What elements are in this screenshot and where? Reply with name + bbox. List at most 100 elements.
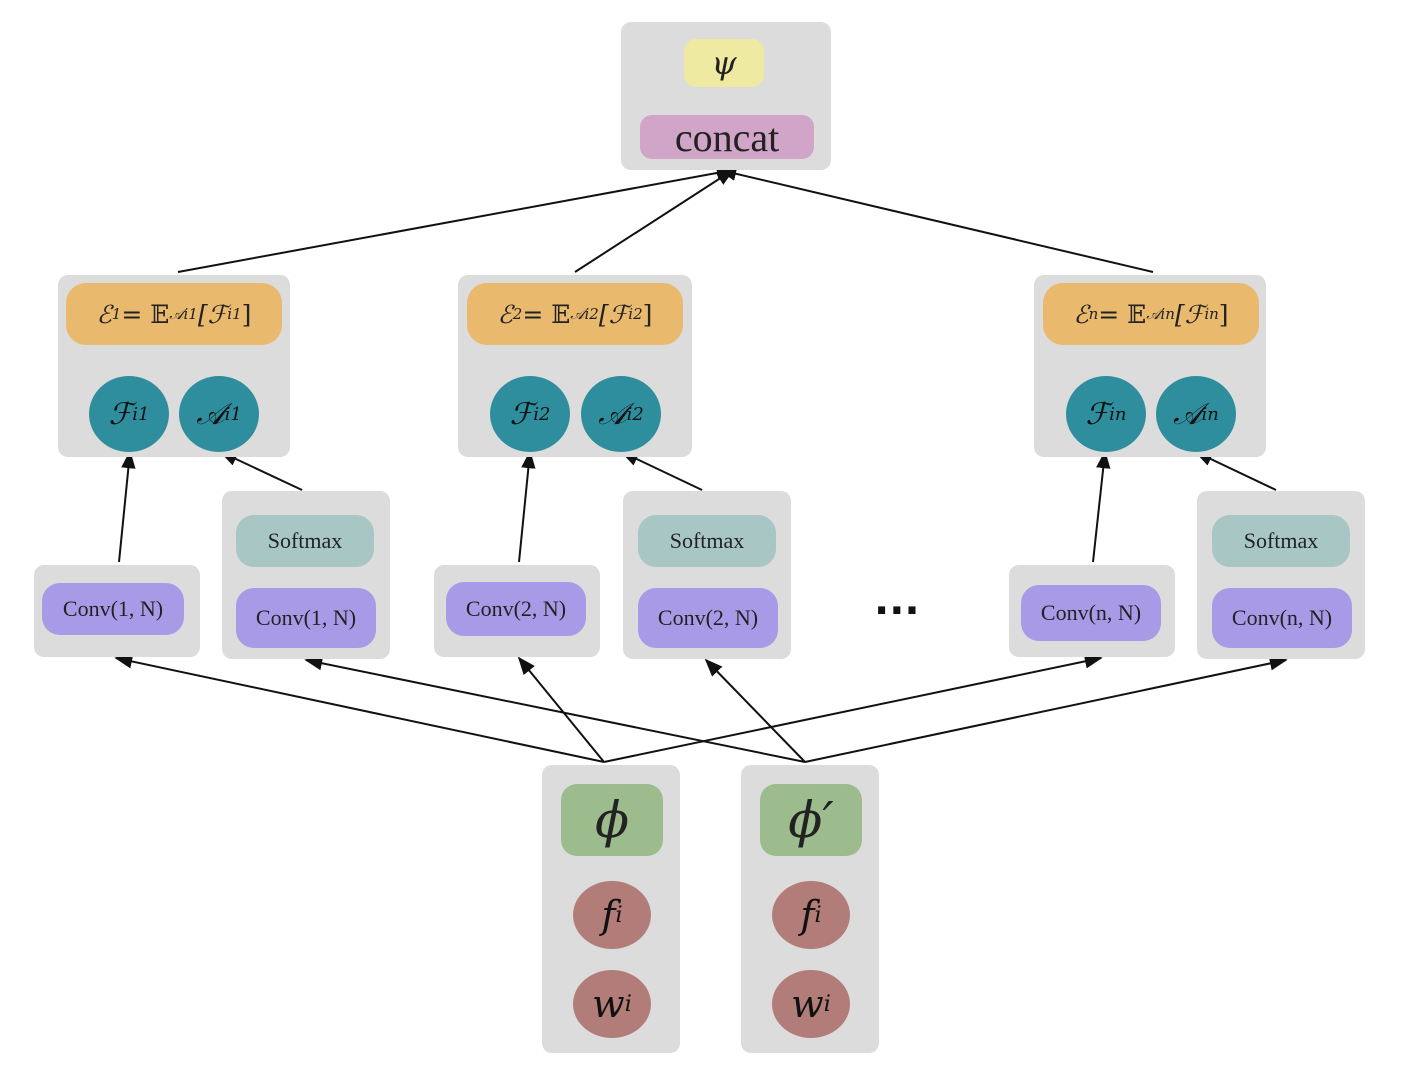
exp1-sub-a: 𝒜: [169, 305, 184, 323]
expn-rhs: [ℱ: [1174, 299, 1205, 329]
f-input-1-sub: i: [615, 902, 623, 928]
exp2-sub-a-sup: 2: [589, 305, 599, 323]
edge-phi-to-convn: [603, 654, 1103, 763]
a1-sub: i: [224, 403, 231, 425]
fn-sym: ℱ: [1085, 396, 1110, 432]
concat-node: concat: [640, 114, 814, 160]
f1-sup: 1: [137, 403, 150, 425]
conv-right-2: Conv(2, N): [638, 588, 778, 648]
phi-prime-node: ϕ′: [760, 784, 862, 856]
edge-phiprime-to-convrn: [804, 656, 1288, 763]
conv-left-2-label: Conv(2, N): [465, 596, 567, 621]
exp2-mid: = 𝔼: [522, 299, 571, 329]
conv-right-1: Conv(1, N): [236, 588, 376, 648]
expn-sub-a: 𝒜: [1146, 305, 1161, 323]
a2-sup: 2: [632, 403, 644, 425]
f-input-1-sym: f: [601, 893, 616, 937]
edge-branch2-to-concat: [574, 169, 735, 273]
conv-left-n: Conv(n, N): [1021, 585, 1161, 641]
conv-left-1-label: Conv(1, N): [62, 596, 164, 621]
w-input-1-sym: w: [592, 982, 625, 1026]
an-sub: i: [1201, 403, 1208, 425]
edge-conv2-to-f2: [518, 450, 536, 563]
expn-lhs-sup: n: [1088, 305, 1099, 323]
expn-sub-a-sup: n: [1165, 305, 1175, 323]
exp2-lhs-sup: 2: [512, 305, 523, 323]
f2-sub: i: [533, 403, 539, 425]
f2-sup: 2: [538, 403, 551, 425]
conv-left-n-label: Conv(n, N): [1040, 600, 1142, 625]
expn-sub-a-sub: i: [1160, 305, 1166, 323]
edge-phi-to-conv1: [114, 654, 605, 763]
w-input-2-sub: i: [823, 991, 831, 1017]
f-input-2-sym: f: [800, 893, 815, 937]
conv-right-n: Conv(n, N): [1212, 588, 1352, 648]
w-input-1-sub: i: [624, 991, 632, 1017]
f1-sub: i: [132, 403, 138, 425]
a2-sym: 𝒜: [598, 396, 627, 432]
softmax-2-label: Softmax: [669, 528, 745, 553]
fn-sub: i: [1109, 403, 1115, 425]
conv-right-n-label: Conv(n, N): [1231, 605, 1333, 630]
exp2-rhs: [ℱ: [598, 299, 629, 329]
conv-left-2: Conv(2, N): [446, 582, 586, 636]
f2-sym: ℱ: [509, 396, 534, 432]
exp1-sub-a-sup: 1: [188, 305, 198, 323]
exp2-sub-a: 𝒜: [570, 305, 585, 323]
edge-conv1-to-f1: [118, 450, 136, 563]
phi-node: ϕ: [561, 784, 663, 856]
conv-left-1: Conv(1, N): [42, 583, 184, 635]
expn-rhs-sup: n: [1209, 305, 1219, 323]
psi-node: ψ: [684, 39, 764, 87]
edge-phiprime-to-convr2: [704, 658, 806, 763]
exp1-rhs-sup: 1: [232, 305, 242, 323]
psi-label: ψ: [711, 44, 737, 82]
edge-branch1-to-concat: [177, 165, 735, 273]
exp1-sub-a-sub: i: [183, 305, 189, 323]
w-input-2-sym: w: [791, 982, 824, 1026]
exp1-lhs: ℰ: [96, 299, 112, 329]
softmax-2: Softmax: [638, 515, 776, 567]
exp2-rhs-sub: i: [628, 305, 634, 323]
softmax-1-label: Softmax: [267, 528, 343, 553]
f1-sym: ℱ: [108, 396, 133, 432]
exp1-rhs-sub: i: [227, 305, 233, 323]
edge-branchn-to-concat: [718, 166, 1154, 273]
softmax-n: Softmax: [1212, 515, 1350, 567]
exp1-close: ]: [241, 299, 252, 329]
edge-convn-to-fn: [1092, 450, 1111, 563]
exp1-mid: = 𝔼: [121, 299, 170, 329]
a1-sym: 𝒜: [196, 396, 225, 432]
exp2-rhs-sup: 2: [633, 305, 643, 323]
edge-softmax1-to-a1: [219, 451, 303, 491]
edge-phiprime-to-convr1: [304, 656, 806, 763]
exp1-rhs: [ℱ: [197, 299, 228, 329]
fn-sup: n: [1114, 403, 1127, 425]
concat-label: concat: [674, 114, 780, 160]
conv-right-1-label: Conv(1, N): [255, 605, 357, 630]
an-sup: n: [1207, 403, 1219, 425]
expn-rhs-sub: i: [1204, 305, 1210, 323]
edge-softmax2-to-a2: [620, 451, 703, 491]
an-sym: 𝒜: [1173, 396, 1202, 432]
expn-close: ]: [1218, 299, 1229, 329]
ellipsis: ...: [874, 578, 920, 624]
phi-prime-label: ϕ′: [788, 791, 834, 849]
expn-mid: = 𝔼: [1098, 299, 1147, 329]
a2-sub: i: [626, 403, 633, 425]
softmax-1: Softmax: [236, 515, 374, 567]
a1-sup: 1: [230, 403, 242, 425]
exp2-lhs: ℰ: [497, 299, 513, 329]
softmax-n-label: Softmax: [1243, 528, 1319, 553]
